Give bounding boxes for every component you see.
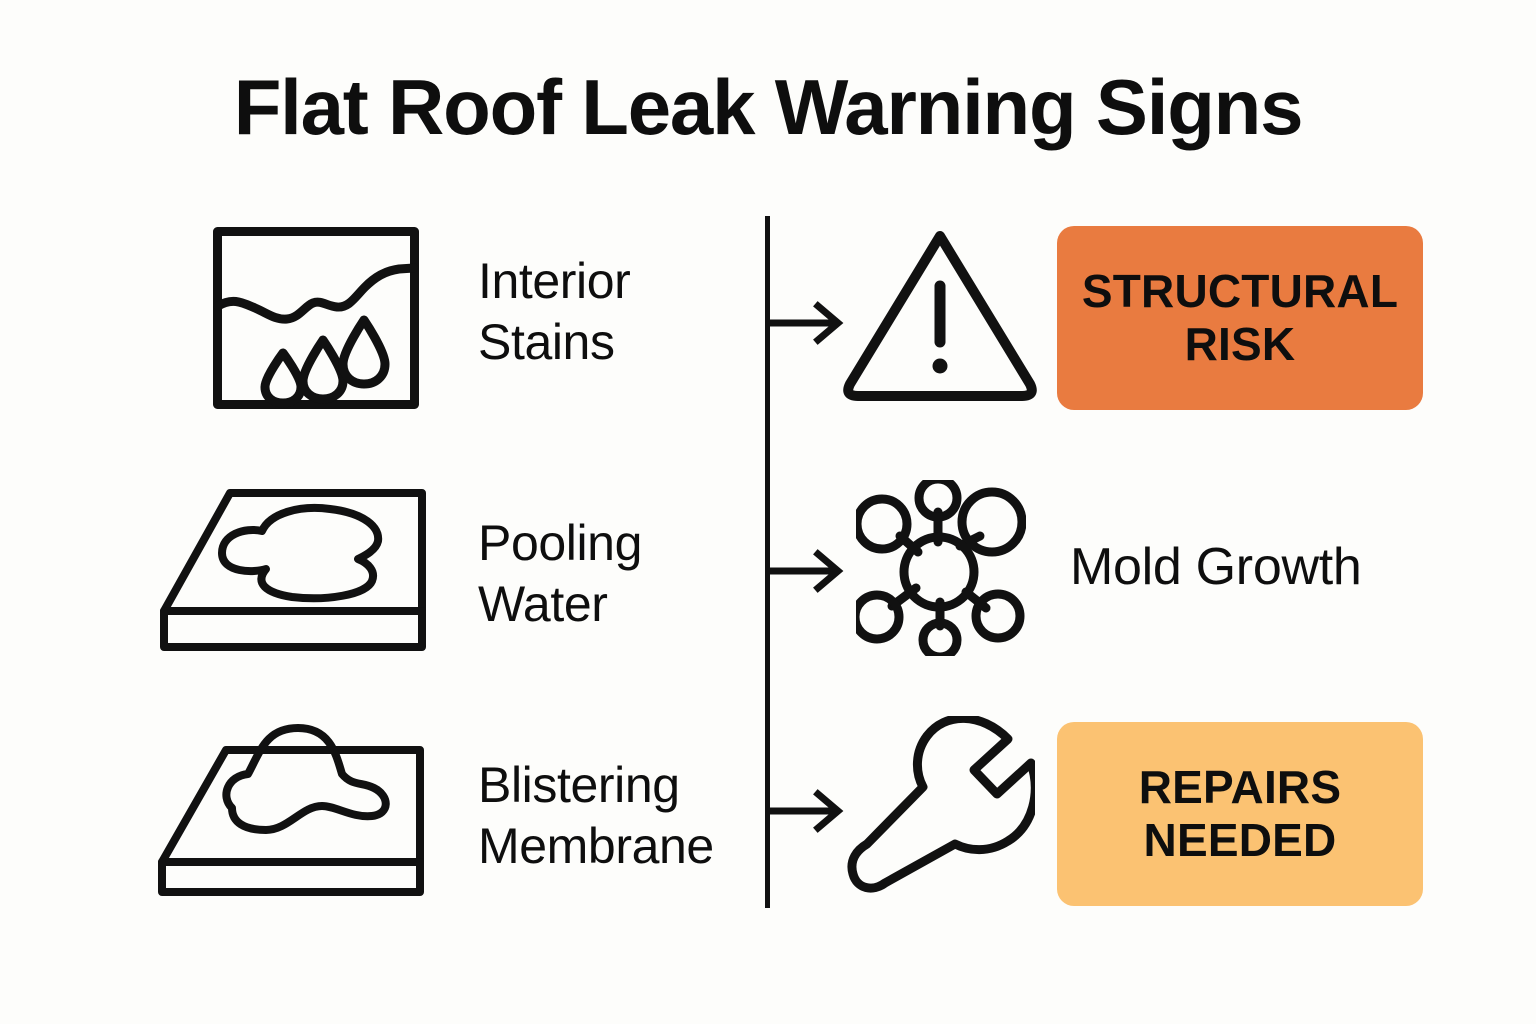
sign-label-interior-stains: Interior Stains [478,251,631,373]
wrench-icon [845,716,1035,904]
sign-label-line2: Water [478,576,608,632]
arrow-right-icon [762,548,846,599]
sign-label-pooling-water: Pooling Water [478,513,642,635]
sign-label-line2: Membrane [478,818,714,874]
sign-label-line1: Pooling [478,515,642,571]
sign-label-line2: Stains [478,314,615,370]
roof-blister-icon [156,718,428,898]
badge-line2: RISK [1184,318,1296,370]
warning-triangle-icon [840,224,1040,404]
badge-line1: STRUCTURAL [1081,265,1399,318]
sign-label-line1: Blistering [478,757,680,813]
mold-spore-icon [856,480,1026,656]
badge-text: REPAIRS NEEDED [1139,761,1341,867]
sign-label-line1: Interior [478,253,631,309]
page-title: Flat Roof Leak Warning Signs [233,63,1304,151]
consequence-label-mold-growth: Mold Growth [1070,538,1362,596]
badge-line1: REPAIRS [1138,761,1342,814]
status-badge-structural-risk: STRUCTURAL RISK [1057,226,1423,410]
status-badge-repairs-needed: REPAIRS NEEDED [1057,722,1423,906]
water-stain-ceiling-icon [213,227,419,409]
sign-label-blistering-membrane: Blistering Membrane [478,755,714,877]
arrow-right-icon [762,300,846,351]
badge-text: STRUCTURAL RISK [1082,265,1398,371]
roof-puddle-icon [158,487,428,655]
badge-line2: NEEDED [1143,814,1337,866]
vertical-divider [765,216,770,908]
arrow-right-icon [762,788,846,839]
